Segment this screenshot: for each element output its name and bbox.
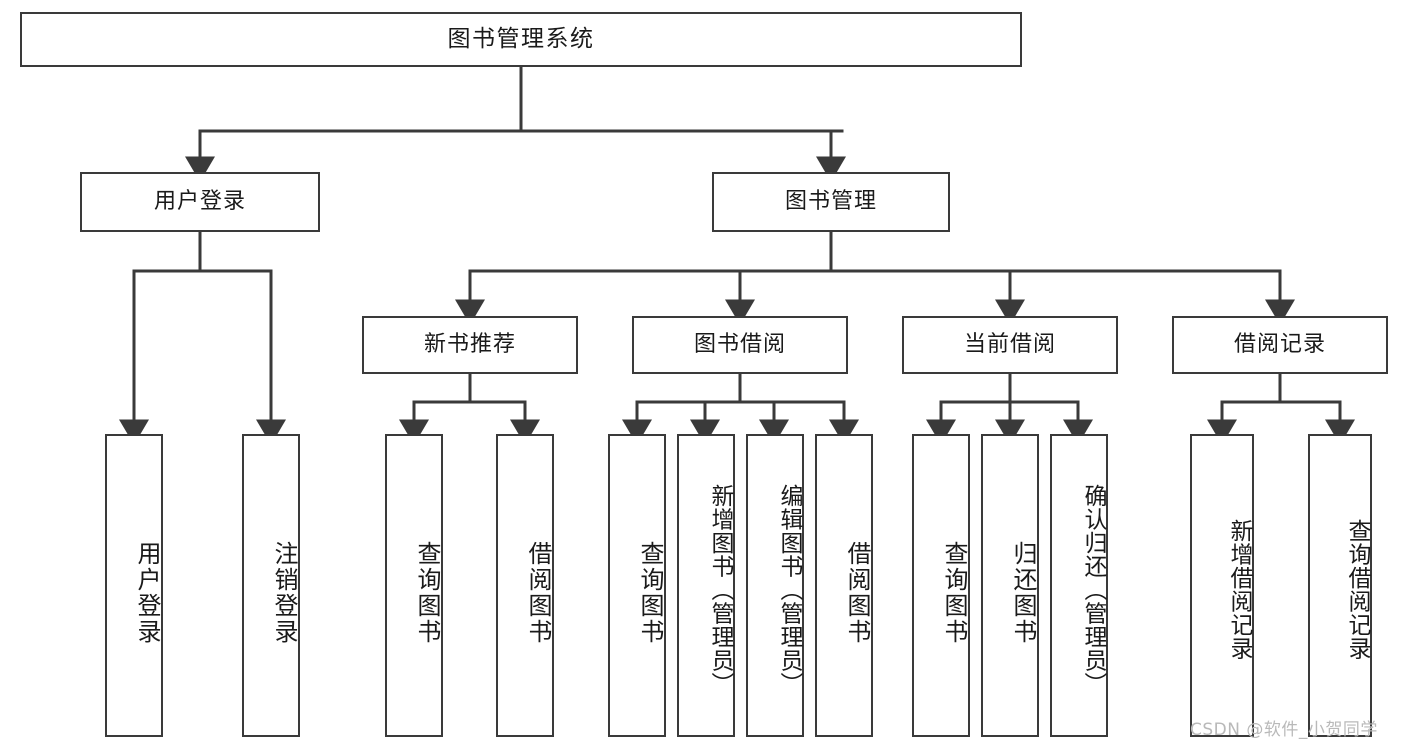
node-new-book-recommend[interactable]: 新书推荐 [362,316,578,374]
node-borrow-record[interactable]: 借阅记录 [1172,316,1388,374]
leaf-query-book-1[interactable]: 查询图书 [385,434,443,737]
leaf-logout[interactable]: 注销登录 [242,434,300,737]
leaf-borrow-book-2[interactable]: 借阅图书 [815,434,873,737]
node-current-borrow[interactable]: 当前借阅 [902,316,1118,374]
leaf-query-record[interactable]: 查询借阅记录 [1308,434,1372,737]
leaf-borrow-book-1[interactable]: 借阅图书 [496,434,554,737]
node-user-login[interactable]: 用户登录 [80,172,320,232]
leaf-query-book-2[interactable]: 查询图书 [608,434,666,737]
node-book-borrow[interactable]: 图书借阅 [632,316,848,374]
node-book-management[interactable]: 图书管理 [712,172,950,232]
leaf-confirm-return[interactable]: 确认归还（管理员） [1050,434,1108,737]
leaf-add-book[interactable]: 新增图书（管理员） [677,434,735,737]
leaf-return-book[interactable]: 归还图书 [981,434,1039,737]
leaf-edit-book[interactable]: 编辑图书（管理员） [746,434,804,737]
leaf-add-record[interactable]: 新增借阅记录 [1190,434,1254,737]
leaf-user-login[interactable]: 用户登录 [105,434,163,737]
node-root-system[interactable]: 图书管理系统 [20,12,1022,67]
leaf-query-book-3[interactable]: 查询图书 [912,434,970,737]
